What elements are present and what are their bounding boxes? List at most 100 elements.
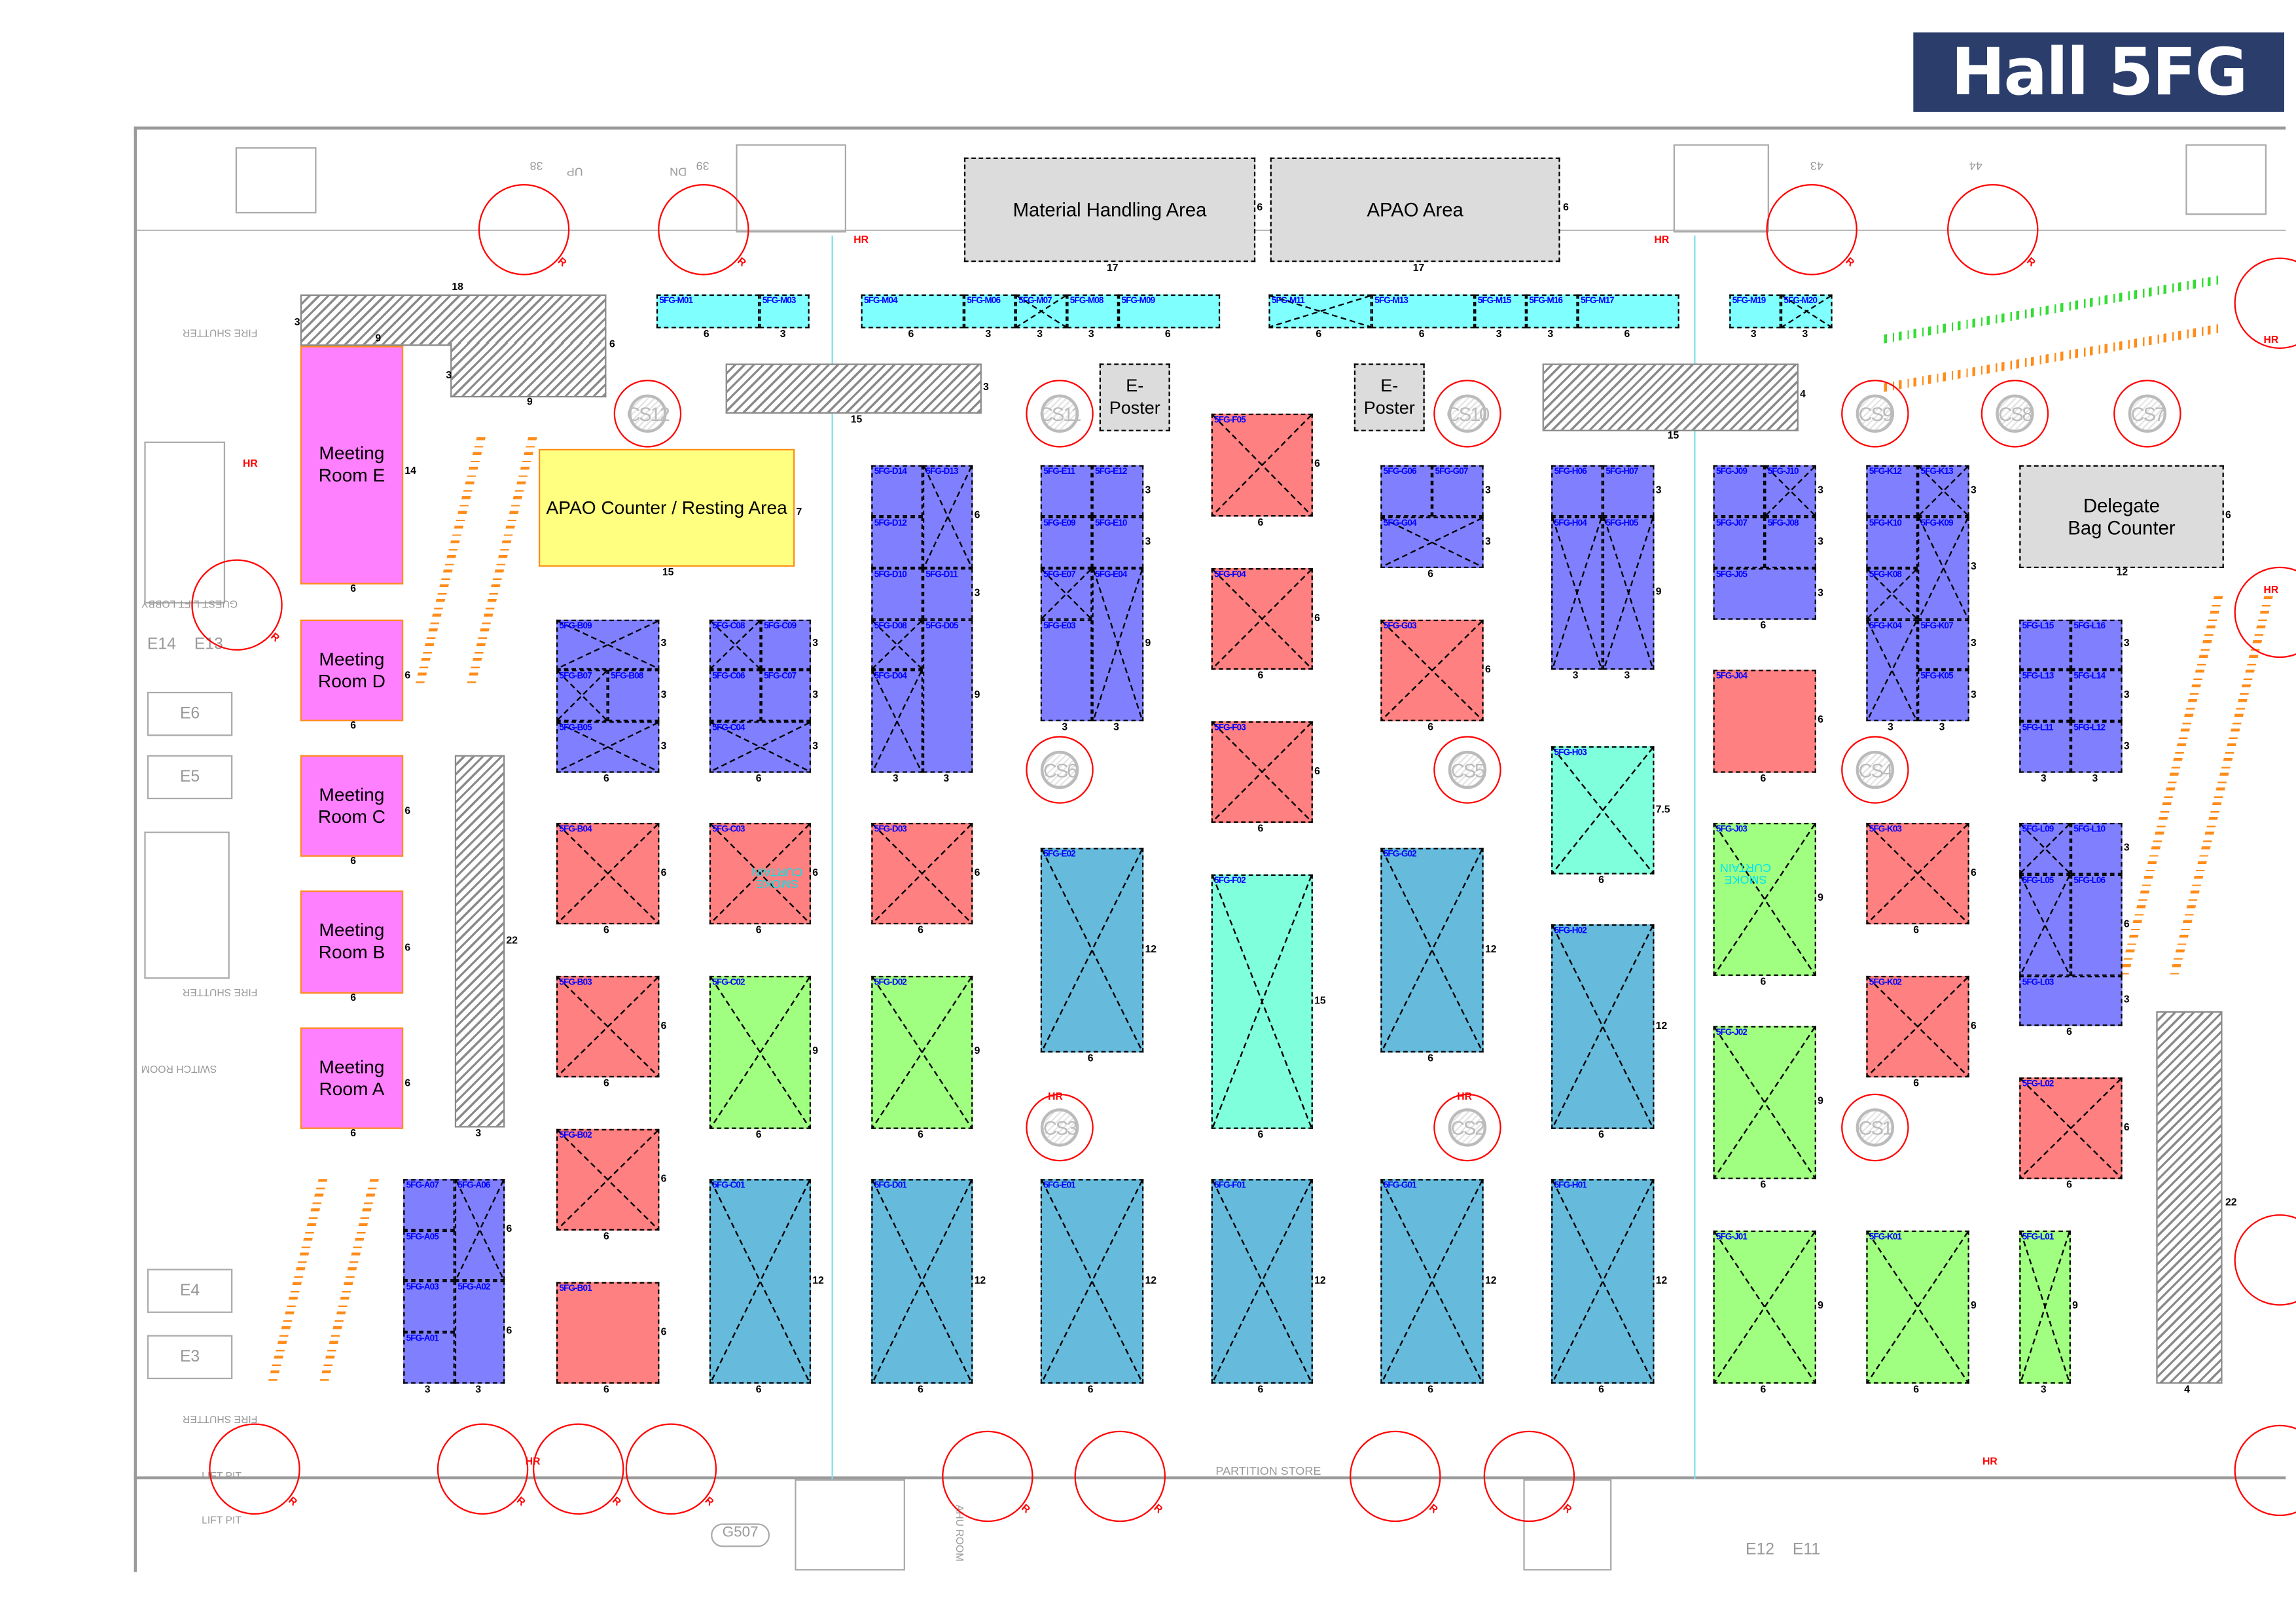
booth-a03[interactable]: 5FG-A03: [403, 1280, 455, 1333]
booth-l11[interactable]: 5FG-L11: [2019, 721, 2071, 773]
booth-j02[interactable]: 5FG-J02: [1713, 1026, 1816, 1180]
booth-d13[interactable]: 5FG-D13: [922, 465, 973, 568]
booth-j10[interactable]: 5FG-J10: [1765, 465, 1816, 517]
booth-l01[interactable]: 5FG-L01: [2019, 1230, 2071, 1384]
booth-b03[interactable]: 5FG-B03: [556, 975, 660, 1078]
booth-m07[interactable]: 5FG-M07: [1015, 294, 1067, 329]
booth-h05[interactable]: 5FG-H05: [1602, 516, 1655, 670]
booth-m03[interactable]: 5FG-M03: [759, 294, 810, 329]
booth-h01[interactable]: 5FG-H01: [1551, 1179, 1655, 1384]
booth-f03[interactable]: 5FG-F03: [1211, 721, 1313, 823]
booth-c02[interactable]: 5FG-C02: [709, 975, 812, 1129]
booth-d12[interactable]: 5FG-D12: [871, 516, 923, 568]
booth-k12[interactable]: 5FG-K12: [1866, 465, 1918, 517]
booth-g04[interactable]: 5FG-G04: [1380, 516, 1484, 568]
booth-b09[interactable]: 5FG-B09: [556, 619, 660, 670]
booth-l15[interactable]: 5FG-L15: [2019, 619, 2071, 670]
booth-f04[interactable]: 5FG-F04: [1211, 568, 1313, 670]
booth-f05[interactable]: 5FG-F05: [1211, 413, 1313, 517]
booth-l06[interactable]: 5FG-L06: [2070, 874, 2123, 976]
booth-c01[interactable]: 5FG-C01: [709, 1179, 812, 1384]
booth-l14[interactable]: 5FG-L14: [2070, 670, 2123, 721]
booth-b04[interactable]: 5FG-B04: [556, 823, 660, 925]
booth-k02[interactable]: 5FG-K02: [1866, 975, 1969, 1078]
booth-b08[interactable]: 5FG-B08: [607, 670, 660, 721]
booth-m17[interactable]: 5FG-M17: [1577, 294, 1679, 329]
booth-k03[interactable]: 5FG-K03: [1866, 823, 1969, 925]
booth-k10[interactable]: 5FG-K10: [1866, 516, 1918, 568]
booth-j05[interactable]: 5FG-J05: [1713, 568, 1816, 620]
booth-g03[interactable]: 5FG-G03: [1380, 619, 1484, 721]
booth-j09[interactable]: 5FG-J09: [1713, 465, 1765, 517]
booth-e04[interactable]: 5FG-E04: [1092, 568, 1144, 721]
booth-m04[interactable]: 5FG-M04: [861, 294, 964, 329]
booth-a07[interactable]: 5FG-A07: [403, 1179, 455, 1231]
booth-a05[interactable]: 5FG-A05: [403, 1230, 455, 1281]
booth-c06[interactable]: 5FG-C06: [709, 670, 761, 721]
booth-k07[interactable]: 5FG-K07: [1918, 619, 1969, 670]
booth-g02[interactable]: 5FG-G02: [1380, 848, 1484, 1053]
booth-l12[interactable]: 5FG-L12: [2070, 721, 2123, 773]
booth-j08[interactable]: 5FG-J08: [1765, 516, 1816, 568]
booth-e01[interactable]: 5FG-E01: [1040, 1179, 1144, 1384]
booth-c03[interactable]: 5FG-C03: [709, 823, 812, 925]
booth-m20[interactable]: 5FG-M20: [1780, 294, 1833, 329]
booth-l02[interactable]: 5FG-L02: [2019, 1077, 2123, 1180]
booth-g06[interactable]: 5FG-G06: [1380, 465, 1432, 517]
booth-k04[interactable]: 5FG-K04: [1866, 619, 1918, 721]
booth-d14[interactable]: 5FG-D14: [871, 465, 923, 517]
booth-c09[interactable]: 5FG-C09: [761, 619, 812, 670]
booth-h07[interactable]: 5FG-H07: [1602, 465, 1655, 517]
booth-h04[interactable]: 5FG-H04: [1551, 516, 1603, 670]
booth-m01[interactable]: 5FG-M01: [656, 294, 760, 329]
booth-h02[interactable]: 5FG-H02: [1551, 924, 1655, 1129]
booth-b07[interactable]: 5FG-B07: [556, 670, 608, 721]
booth-k01[interactable]: 5FG-K01: [1866, 1230, 1969, 1384]
booth-b01[interactable]: 5FG-B01: [556, 1282, 660, 1384]
booth-e12[interactable]: 5FG-E12: [1092, 465, 1144, 517]
booth-l09[interactable]: 5FG-L09: [2019, 823, 2071, 875]
booth-b05[interactable]: 5FG-B05: [556, 721, 660, 773]
booth-f02[interactable]: 5FG-F02: [1211, 874, 1313, 1129]
booth-c07[interactable]: 5FG-C07: [761, 670, 812, 721]
booth-a02[interactable]: 5FG-A02: [454, 1280, 505, 1384]
booth-l03[interactable]: 5FG-L03: [2019, 975, 2123, 1026]
booth-j07[interactable]: 5FG-J07: [1713, 516, 1765, 568]
booth-l10[interactable]: 5FG-L10: [2070, 823, 2123, 875]
booth-a01[interactable]: 5FG-A01: [403, 1332, 455, 1384]
booth-k05[interactable]: 5FG-K05: [1918, 670, 1969, 721]
booth-m13[interactable]: 5FG-M13: [1371, 294, 1475, 329]
booth-h03[interactable]: 5FG-H03: [1551, 746, 1655, 875]
booth-l16[interactable]: 5FG-L16: [2070, 619, 2123, 670]
booth-j04[interactable]: 5FG-J04: [1713, 670, 1816, 773]
booth-e10[interactable]: 5FG-E10: [1092, 516, 1144, 568]
booth-d03[interactable]: 5FG-D03: [871, 823, 973, 925]
booth-g01[interactable]: 5FG-G01: [1380, 1179, 1484, 1384]
booth-e11[interactable]: 5FG-E11: [1040, 465, 1092, 517]
booth-m16[interactable]: 5FG-M16: [1526, 294, 1578, 329]
booth-d02[interactable]: 5FG-D02: [871, 975, 973, 1129]
booth-f01[interactable]: 5FG-F01: [1211, 1179, 1313, 1384]
booth-j01[interactable]: 5FG-J01: [1713, 1230, 1816, 1384]
booth-m06[interactable]: 5FG-M06: [963, 294, 1016, 329]
booth-d01[interactable]: 5FG-D01: [871, 1179, 973, 1384]
booth-b02[interactable]: 5FG-B02: [556, 1128, 660, 1231]
booth-m08[interactable]: 5FG-M08: [1067, 294, 1119, 329]
booth-k09[interactable]: 5FG-K09: [1918, 516, 1969, 620]
booth-d10[interactable]: 5FG-D10: [871, 568, 923, 620]
booth-m09[interactable]: 5FG-M09: [1119, 294, 1221, 329]
booth-e02[interactable]: 5FG-E02: [1040, 848, 1144, 1053]
booth-k13[interactable]: 5FG-K13: [1918, 465, 1969, 517]
booth-a06[interactable]: 5FG-A06: [454, 1179, 505, 1281]
booth-h06[interactable]: 5FG-H06: [1551, 465, 1603, 517]
booth-d05[interactable]: 5FG-D05: [922, 619, 973, 773]
booth-e09[interactable]: 5FG-E09: [1040, 516, 1092, 568]
booth-g07[interactable]: 5FG-G07: [1431, 465, 1484, 517]
booth-j03[interactable]: 5FG-J03: [1713, 823, 1816, 976]
booth-m15[interactable]: 5FG-M15: [1475, 294, 1526, 329]
booth-l05[interactable]: 5FG-L05: [2019, 874, 2071, 976]
booth-l13[interactable]: 5FG-L13: [2019, 670, 2071, 721]
booth-e03[interactable]: 5FG-E03: [1040, 619, 1092, 721]
booth-m19[interactable]: 5FG-M19: [1729, 294, 1781, 329]
booth-d08[interactable]: 5FG-D08: [871, 619, 923, 670]
